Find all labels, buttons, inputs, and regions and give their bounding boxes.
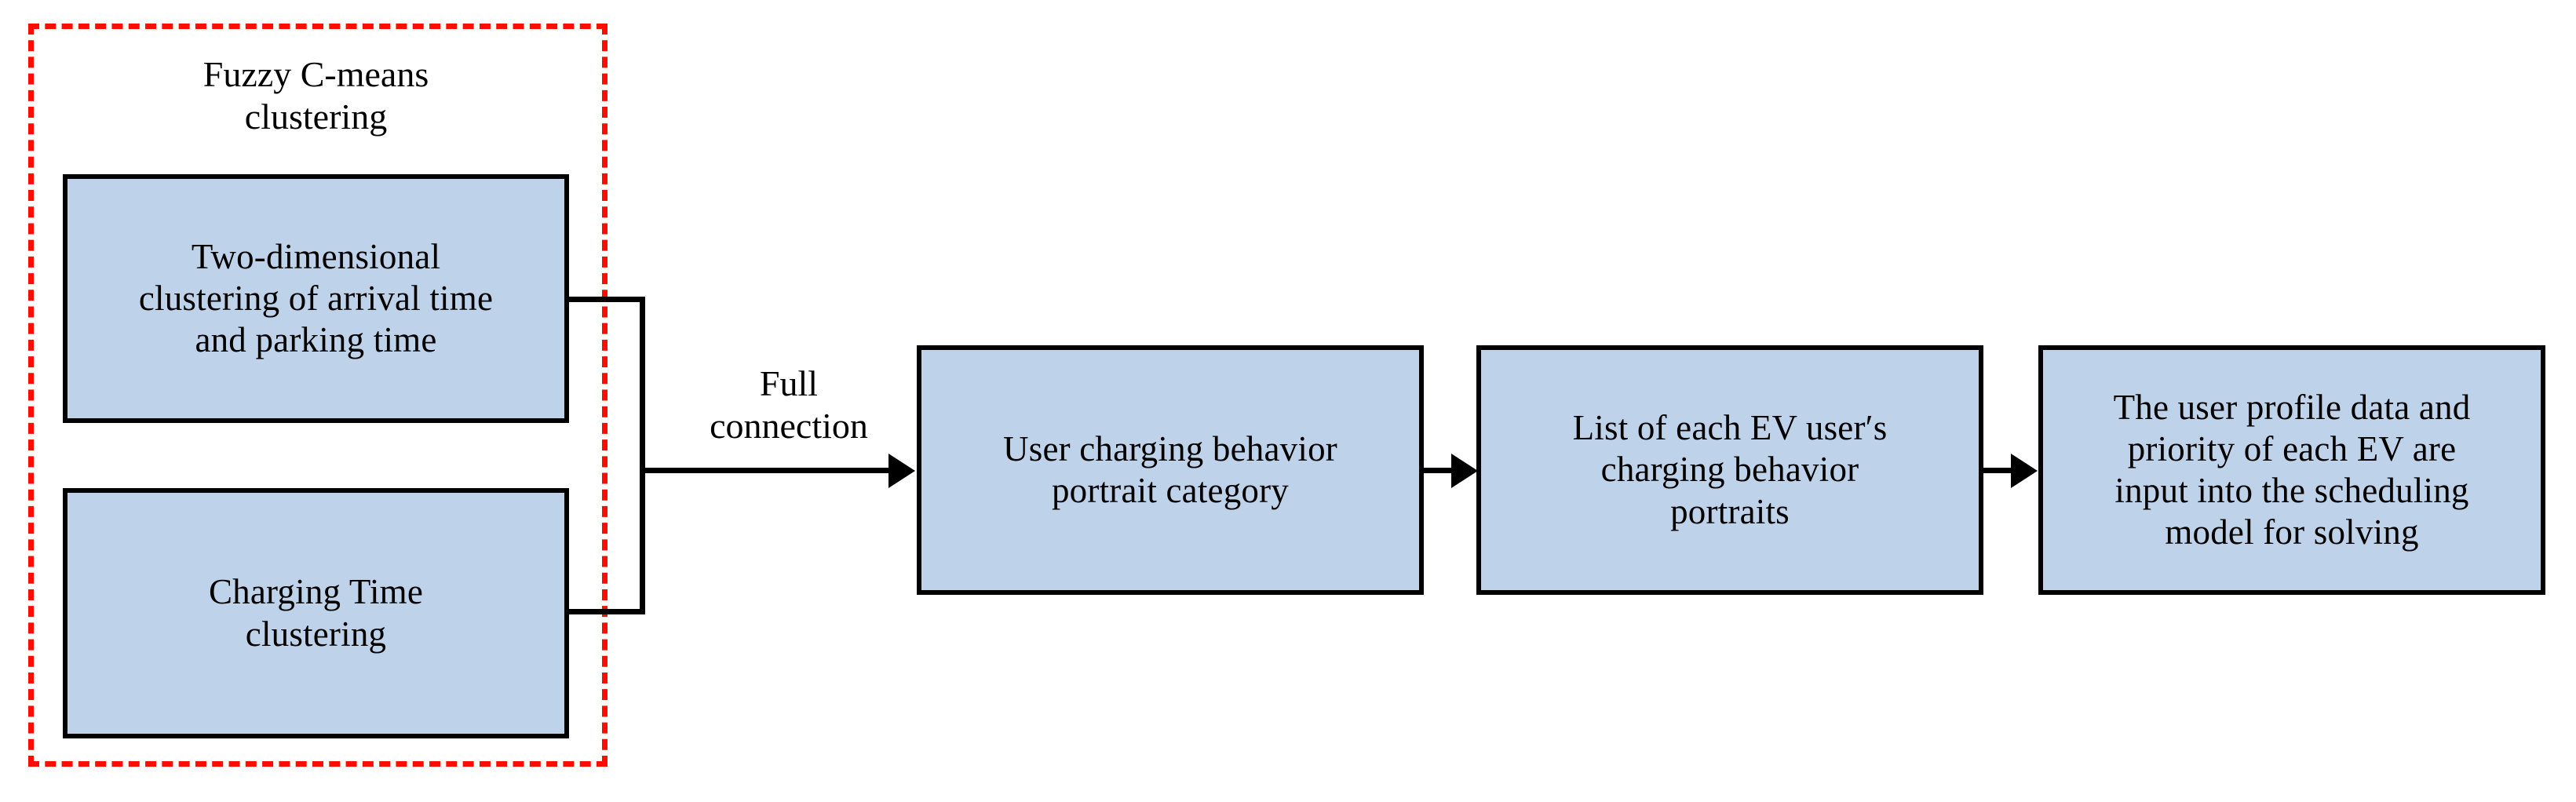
box-user-charging-behavior-portrait-category-label: User charging behavior portrait category	[1003, 428, 1337, 510]
box-list-of-ev-user-charging-behavior-portraits-label: List of each EV user′s charging behavior…	[1572, 408, 1888, 531]
box-two-dimensional-clustering[interactable]: Two-dimensional clustering of arrival ti…	[63, 174, 569, 423]
box-scheduling-model-input-label: The user profile data and priority of ea…	[2113, 387, 2471, 552]
connector-full-connection-line	[640, 468, 891, 473]
fuzzy-c-means-group-region	[28, 24, 608, 767]
arrow-head-user-list-to-scheduling-model	[2011, 454, 2038, 488]
fuzzy-c-means-group-title: Fuzzy C-means clustering	[203, 54, 429, 137]
connector-portrait-category-to-user-list	[1421, 468, 1454, 473]
full-connection-label: Full connection	[710, 363, 868, 447]
box-list-of-ev-user-charging-behavior-portraits[interactable]: List of each EV user′s charging behavior…	[1476, 345, 1983, 595]
arrow-head-full-connection	[888, 454, 915, 488]
connector-user-list-to-scheduling-model	[1981, 468, 2014, 473]
connector-from-two-dimensional-clustering	[565, 297, 645, 302]
box-charging-time-clustering-label: Charging Time clustering	[208, 572, 424, 654]
arrow-head-portrait-category-to-user-list	[1451, 454, 1478, 488]
box-user-charging-behavior-portrait-category[interactable]: User charging behavior portrait category	[917, 345, 1424, 595]
connector-merge-vertical	[640, 297, 645, 614]
box-two-dimensional-clustering-label: Two-dimensional clustering of arrival ti…	[138, 236, 494, 360]
box-charging-time-clustering[interactable]: Charging Time clustering	[63, 488, 569, 738]
box-scheduling-model-input[interactable]: The user profile data and priority of ea…	[2038, 345, 2545, 595]
connector-from-charging-time-clustering	[565, 609, 645, 614]
